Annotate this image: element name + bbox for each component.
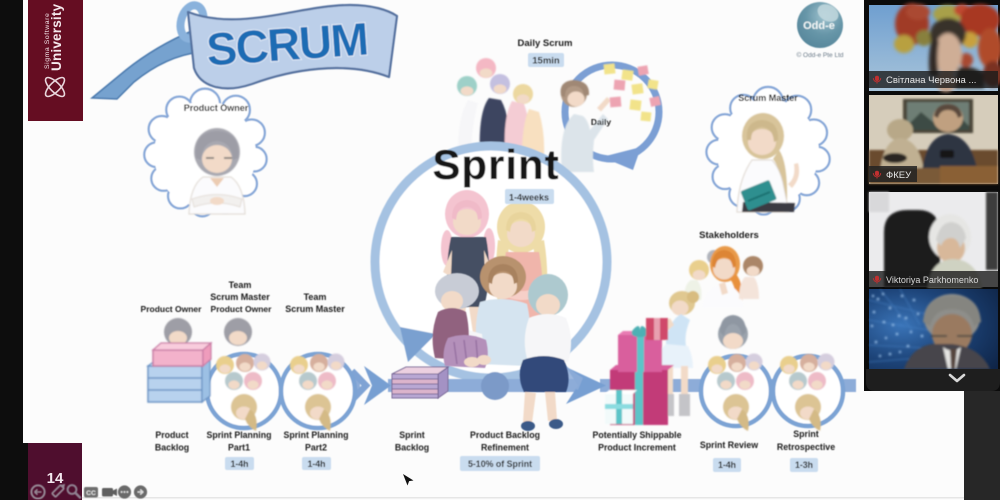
svg-text:SCRUM: SCRUM	[205, 12, 369, 75]
svg-text:© Odd-e Pte Ltd: © Odd-e Pte Ltd	[796, 51, 843, 59]
svg-text:Scrum Master: Scrum Master	[285, 304, 345, 314]
svg-text:Sprint Planning: Sprint Planning	[284, 430, 349, 440]
svg-text:5-10% of Sprint: 5-10% of Sprint	[468, 459, 532, 469]
svg-text:ФКЕУ: ФКЕУ	[886, 170, 912, 181]
svg-text:15min: 15min	[532, 56, 560, 67]
svg-text:Sprint: Sprint	[432, 141, 559, 188]
svg-text:Product Backlog: Product Backlog	[470, 430, 540, 440]
svg-text:1-4weeks: 1-4weeks	[509, 193, 549, 203]
svg-text:Scrum Master: Scrum Master	[210, 292, 270, 302]
svg-text:Daily: Daily	[591, 117, 612, 127]
svg-text:Product Owner: Product Owner	[141, 304, 203, 314]
svg-text:Product Owner: Product Owner	[184, 103, 249, 113]
svg-text:Team: Team	[229, 280, 252, 290]
svg-text:Sprint Review: Sprint Review	[700, 440, 758, 450]
svg-text:Potentially Shippable: Potentially Shippable	[593, 430, 682, 440]
svg-text:1-4h: 1-4h	[230, 459, 248, 469]
svg-text:Backlog: Backlog	[395, 443, 429, 453]
svg-text:Part2: Part2	[305, 443, 327, 453]
svg-text:Refinement: Refinement	[481, 443, 529, 453]
svg-text:14: 14	[47, 470, 64, 487]
svg-text:Daily Scrum: Daily Scrum	[518, 38, 573, 49]
svg-text:Product Owner: Product Owner	[211, 304, 273, 314]
svg-text:Odd-e: Odd-e	[803, 20, 835, 32]
svg-text:Scrum Master: Scrum Master	[738, 93, 798, 103]
svg-text:1-3h: 1-3h	[795, 460, 813, 470]
svg-text:Sprint: Sprint	[399, 430, 424, 440]
svg-text:CC: CC	[86, 490, 96, 497]
svg-text:Світлана Червона ...: Світлана Червона ...	[886, 75, 976, 86]
svg-text:Retrospective: Retrospective	[777, 442, 835, 452]
svg-text:Sprint: Sprint	[793, 429, 818, 439]
svg-text:Sigma Software: Sigma Software	[44, 13, 51, 69]
svg-text:Team: Team	[304, 292, 327, 302]
svg-text:University: University	[49, 3, 64, 71]
svg-text:Viktoriya Parkhomenko: Viktoriya Parkhomenko	[886, 275, 978, 285]
svg-text:Product Increment: Product Increment	[598, 443, 676, 453]
svg-text:Sprint Planning: Sprint Planning	[207, 430, 272, 440]
svg-text:Stakeholders: Stakeholders	[699, 230, 759, 241]
svg-text:Part1: Part1	[228, 443, 250, 453]
svg-text:Backlog: Backlog	[155, 443, 189, 453]
svg-text:Product: Product	[155, 430, 188, 440]
svg-text:1-4h: 1-4h	[718, 460, 736, 470]
svg-text:1-4h: 1-4h	[307, 459, 325, 469]
